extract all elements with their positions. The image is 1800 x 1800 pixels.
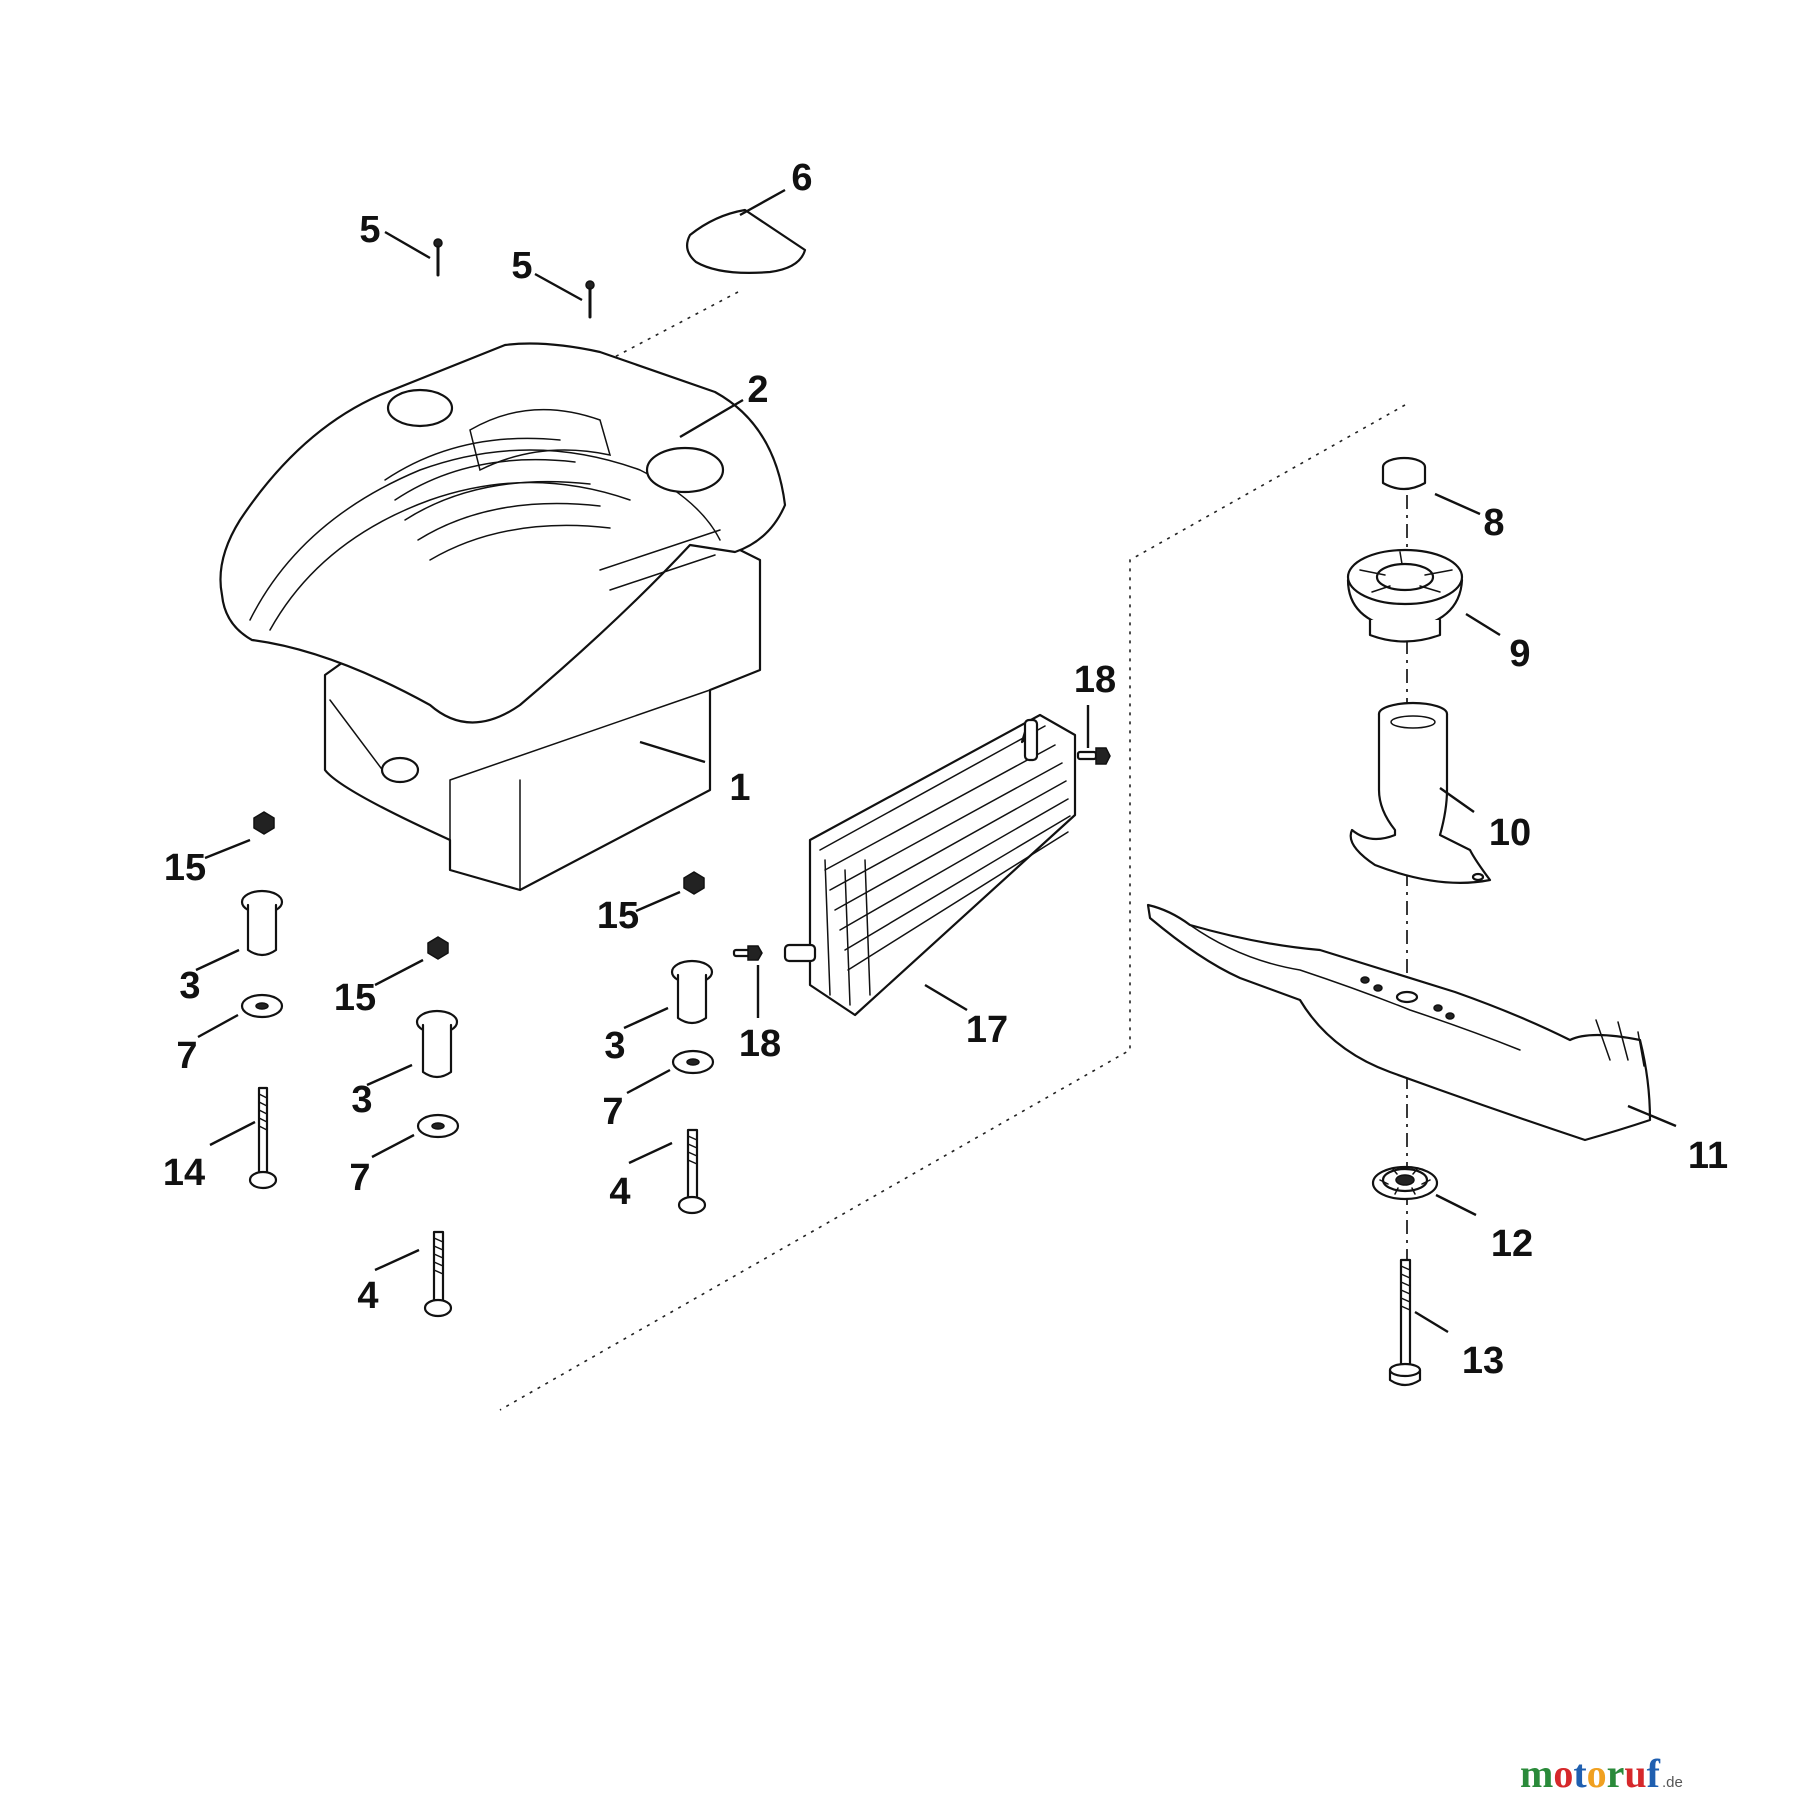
leader-lines xyxy=(195,188,1677,1334)
watermark-logo: motoruf .de xyxy=(1520,1751,1683,1796)
washer-c xyxy=(671,1049,715,1075)
hex-nuts xyxy=(253,811,705,960)
callout-4b: 4 xyxy=(609,1171,630,1213)
screw-right xyxy=(585,280,595,319)
brand-letter: o xyxy=(1587,1751,1607,1796)
bolt-4a xyxy=(423,1230,453,1318)
callout-8: 8 xyxy=(1483,502,1504,544)
callout-15c: 15 xyxy=(334,977,376,1019)
callout-3a: 3 xyxy=(179,965,200,1007)
callout-3c: 3 xyxy=(604,1025,625,1067)
small-bolt-a xyxy=(1076,747,1111,765)
callout-1: 1 xyxy=(729,767,750,809)
brand-tld: .de xyxy=(1662,1774,1683,1791)
nut-c xyxy=(427,936,449,960)
callout-7a: 7 xyxy=(176,1035,197,1077)
callout-11: 11 xyxy=(1688,1135,1728,1177)
callout-12: 12 xyxy=(1491,1223,1533,1265)
callout-7c: 7 xyxy=(602,1091,623,1133)
callout-18a: 18 xyxy=(1074,659,1116,701)
blade-bolt xyxy=(1388,1258,1422,1387)
callout-6: 6 xyxy=(791,157,812,199)
bolt-14 xyxy=(248,1086,278,1190)
blade-adapter xyxy=(1349,701,1492,884)
callout-18b: 18 xyxy=(739,1023,781,1065)
callout-13: 13 xyxy=(1462,1340,1504,1382)
washer-b xyxy=(416,1113,460,1139)
sleeve xyxy=(1381,456,1427,491)
bushing-c xyxy=(670,959,714,1025)
spacer-bushings xyxy=(240,889,714,1079)
brand-letter: r xyxy=(1607,1751,1625,1796)
callout-7b: 7 xyxy=(349,1157,370,1199)
bolt-4b xyxy=(677,1128,707,1215)
brand-letter: m xyxy=(1520,1751,1553,1796)
callout-labels: 1 2 3 3 3 4 4 5 5 6 7 7 7 8 9 10 11 12 1… xyxy=(163,157,1728,1382)
callout-14: 14 xyxy=(163,1152,205,1194)
brand-letter: u xyxy=(1624,1751,1646,1796)
bushing-a xyxy=(240,889,284,957)
engine-assembly xyxy=(219,342,787,892)
callout-15a: 15 xyxy=(164,847,206,889)
callout-10: 10 xyxy=(1489,812,1531,854)
callout-5a: 5 xyxy=(359,209,380,251)
nut-b xyxy=(683,871,705,895)
callout-17: 17 xyxy=(966,1009,1008,1051)
brand-letter: f xyxy=(1647,1751,1661,1796)
callout-4a: 4 xyxy=(357,1275,378,1317)
mower-blade xyxy=(1146,903,1652,1142)
bushing-b xyxy=(415,1009,459,1079)
washers xyxy=(240,993,715,1139)
washer-a xyxy=(240,993,284,1019)
callout-5b: 5 xyxy=(511,245,532,287)
screw-pair xyxy=(433,238,595,319)
callout-15b: 15 xyxy=(597,895,639,937)
callout-9: 9 xyxy=(1509,633,1530,675)
svg-text:motoruf: motoruf xyxy=(1520,1751,1661,1796)
brand-letter: t xyxy=(1573,1751,1587,1796)
brand-letter: o xyxy=(1553,1751,1573,1796)
cap-plate xyxy=(685,208,807,274)
engine-shroud xyxy=(219,342,787,724)
grille-insert xyxy=(783,713,1077,1017)
nut-a xyxy=(253,811,275,835)
small-bolt-b xyxy=(732,945,763,961)
mounting-bolts xyxy=(248,1086,707,1318)
fan-hub xyxy=(1346,548,1464,643)
callout-3b: 3 xyxy=(351,1079,372,1121)
screw-left xyxy=(433,238,443,277)
small-bolts xyxy=(732,747,1111,961)
callout-2: 2 xyxy=(747,369,768,411)
star-washer xyxy=(1371,1165,1439,1201)
